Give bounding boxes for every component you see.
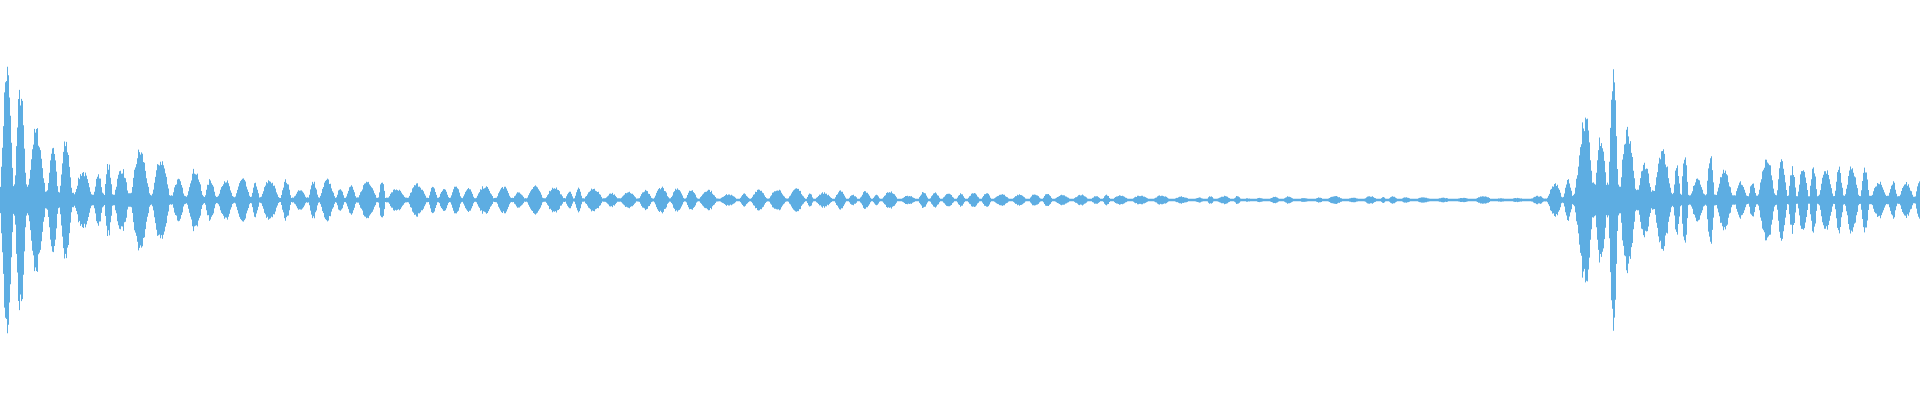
waveform-path (0, 66, 1920, 334)
